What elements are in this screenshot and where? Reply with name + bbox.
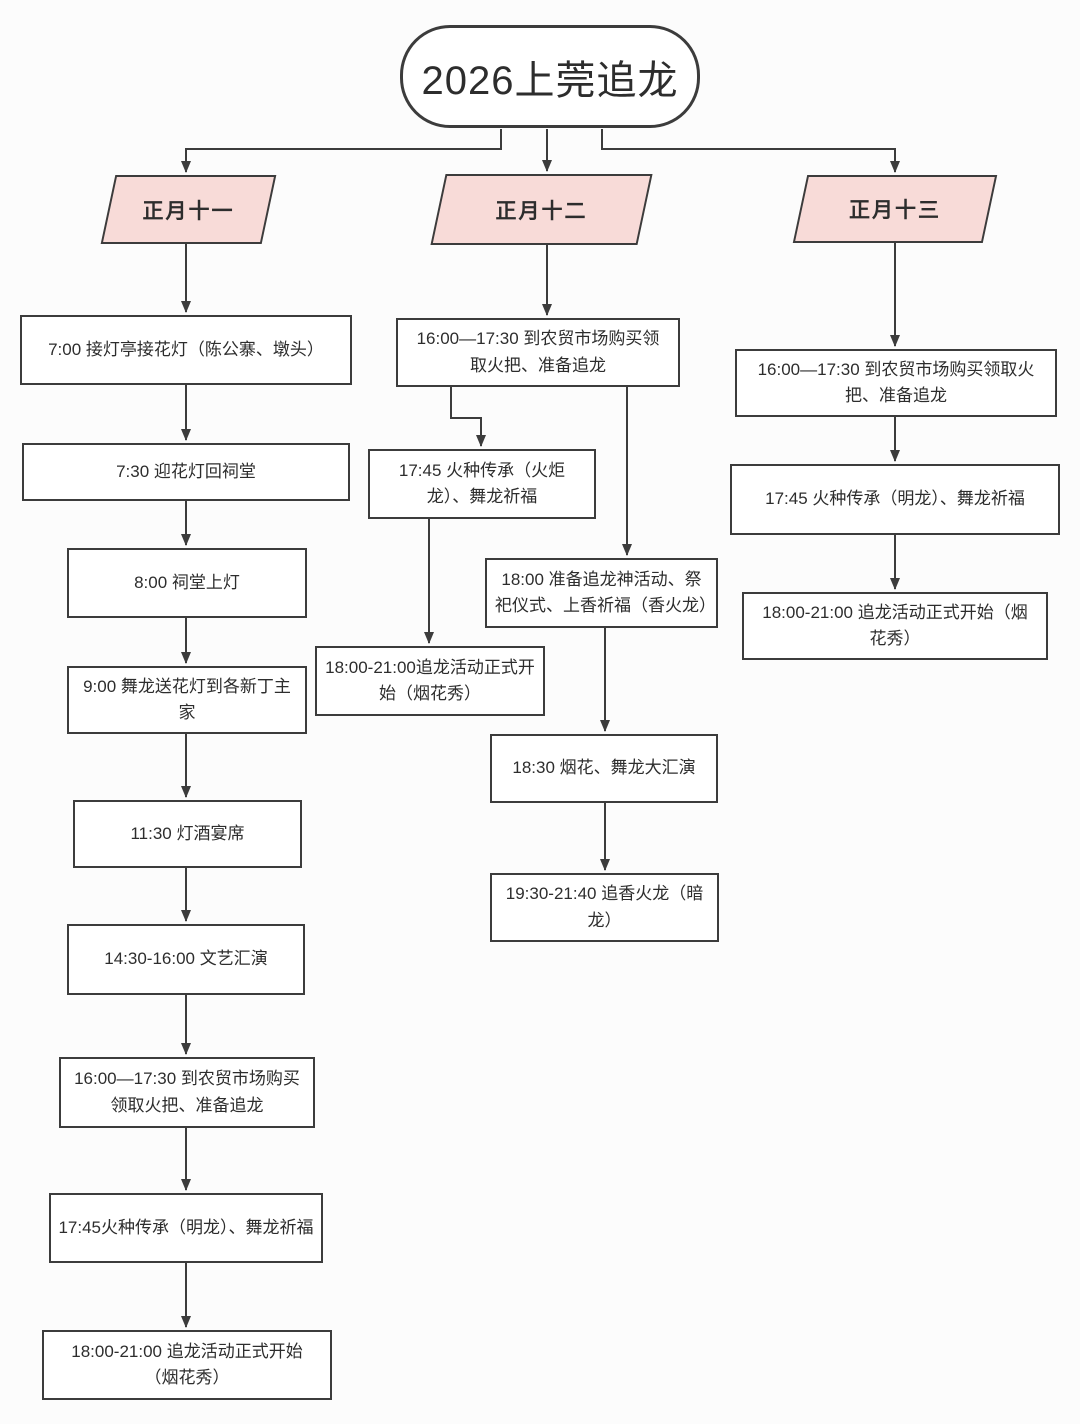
flow-node-label: 8:00 祠堂上灯 — [134, 572, 240, 592]
flow-title-label: 2026上莞追龙 — [421, 58, 679, 103]
flow-node-label: 14:30-16:00 文艺汇演 — [104, 949, 268, 969]
flow-node-day2-step1: 16:00—17:30 到农贸市场购买领取火把、准备追龙 — [396, 318, 680, 387]
flow-node-label: 16:00—17:30 到农贸市场购买领取火把、准备追龙 — [416, 329, 660, 375]
flow-node-day1-step4: 9:00 舞龙送花灯到各新丁主家 — [67, 666, 307, 734]
flow-node-day1-step2: 7:30 迎花灯回祠堂 — [22, 443, 350, 501]
flow-node-label: 7:00 接灯亭接花灯（陈公寨、墩头） — [48, 339, 324, 359]
flow-node-day3-step1: 16:00—17:30 到农贸市场购买领取火把、准备追龙 — [735, 349, 1057, 417]
day-header-2-label: 正月十二 — [495, 199, 588, 223]
flow-node-label: 7:30 迎花灯回祠堂 — [116, 461, 256, 481]
flow-node-day2-step5: 18:30 烟花、舞龙大汇演 — [490, 734, 718, 803]
flow-node-label: 18:00 准备追龙神活动、祭祀仪式、上香祈福（香火龙） — [495, 569, 716, 615]
flow-node-label: 9:00 舞龙送花灯到各新丁主家 — [83, 676, 291, 722]
flow-node-day1-step5: 11:30 灯酒宴席 — [73, 800, 302, 868]
day-header-1-label: 正月十一 — [142, 199, 235, 223]
flow-node-day1-step6: 14:30-16:00 文艺汇演 — [67, 924, 305, 995]
flow-node-day2-step6: 19:30-21:40 追香火龙（暗龙） — [490, 873, 719, 942]
flow-node-label: 16:00—17:30 到农贸市场购买领取火把、准备追龙 — [74, 1069, 300, 1115]
flow-node-day1-step7: 16:00—17:30 到农贸市场购买领取火把、准备追龙 — [59, 1057, 315, 1128]
flow-node-label: 18:00-21:00 追龙活动正式开始（烟花秀） — [762, 602, 1028, 648]
flow-node-label: 19:30-21:40 追香火龙（暗龙） — [505, 884, 704, 930]
connector-group — [181, 129, 900, 1328]
flow-node-label: 17:45 火种传承（明龙）、舞龙祈福 — [765, 489, 1025, 509]
flow-node-label: 18:00-21:00追龙活动正式开始（烟花秀） — [325, 657, 535, 703]
flow-node-day3-step3: 18:00-21:00 追龙活动正式开始（烟花秀） — [742, 592, 1048, 660]
flow-node-day1-step8: 17:45火种传承（明龙）、舞龙祈福 — [49, 1193, 323, 1263]
flow-node-day2-step2: 17:45 火种传承（火炬龙）、舞龙祈福 — [368, 449, 596, 519]
flow-node-day2-step3: 18:00 准备追龙神活动、祭祀仪式、上香祈福（香火龙） — [485, 558, 718, 628]
flow-node-label: 17:45火种传承（明龙）、舞龙祈福 — [58, 1217, 314, 1237]
flow-node-day3-step2: 17:45 火种传承（明龙）、舞龙祈福 — [730, 464, 1060, 535]
flow-node-label: 18:30 烟花、舞龙大汇演 — [512, 758, 696, 778]
flow-node-label: 16:00—17:30 到农贸市场购买领取火把、准备追龙 — [757, 359, 1035, 405]
flow-title-node: 2026上莞追龙 — [400, 25, 700, 128]
flow-node-day1-step9: 18:00-21:00 追龙活动正式开始（烟花秀） — [42, 1330, 332, 1400]
flow-node-label: 17:45 火种传承（火炬龙）、舞龙祈福 — [398, 460, 566, 506]
flow-node-day1-step1: 7:00 接灯亭接花灯（陈公寨、墩头） — [20, 315, 352, 385]
day-header-3: 正月十三 — [792, 175, 998, 243]
day-header-1: 正月十一 — [100, 175, 277, 244]
flow-node-day2-step4: 18:00-21:00追龙活动正式开始（烟花秀） — [315, 646, 545, 716]
day-header-3-label: 正月十三 — [849, 199, 941, 222]
flow-node-day1-step3: 8:00 祠堂上灯 — [67, 548, 307, 618]
flow-node-label: 18:00-21:00 追龙活动正式开始（烟花秀） — [71, 1341, 303, 1387]
flow-node-label: 11:30 灯酒宴席 — [130, 823, 245, 843]
day-header-2: 正月十二 — [430, 174, 653, 245]
